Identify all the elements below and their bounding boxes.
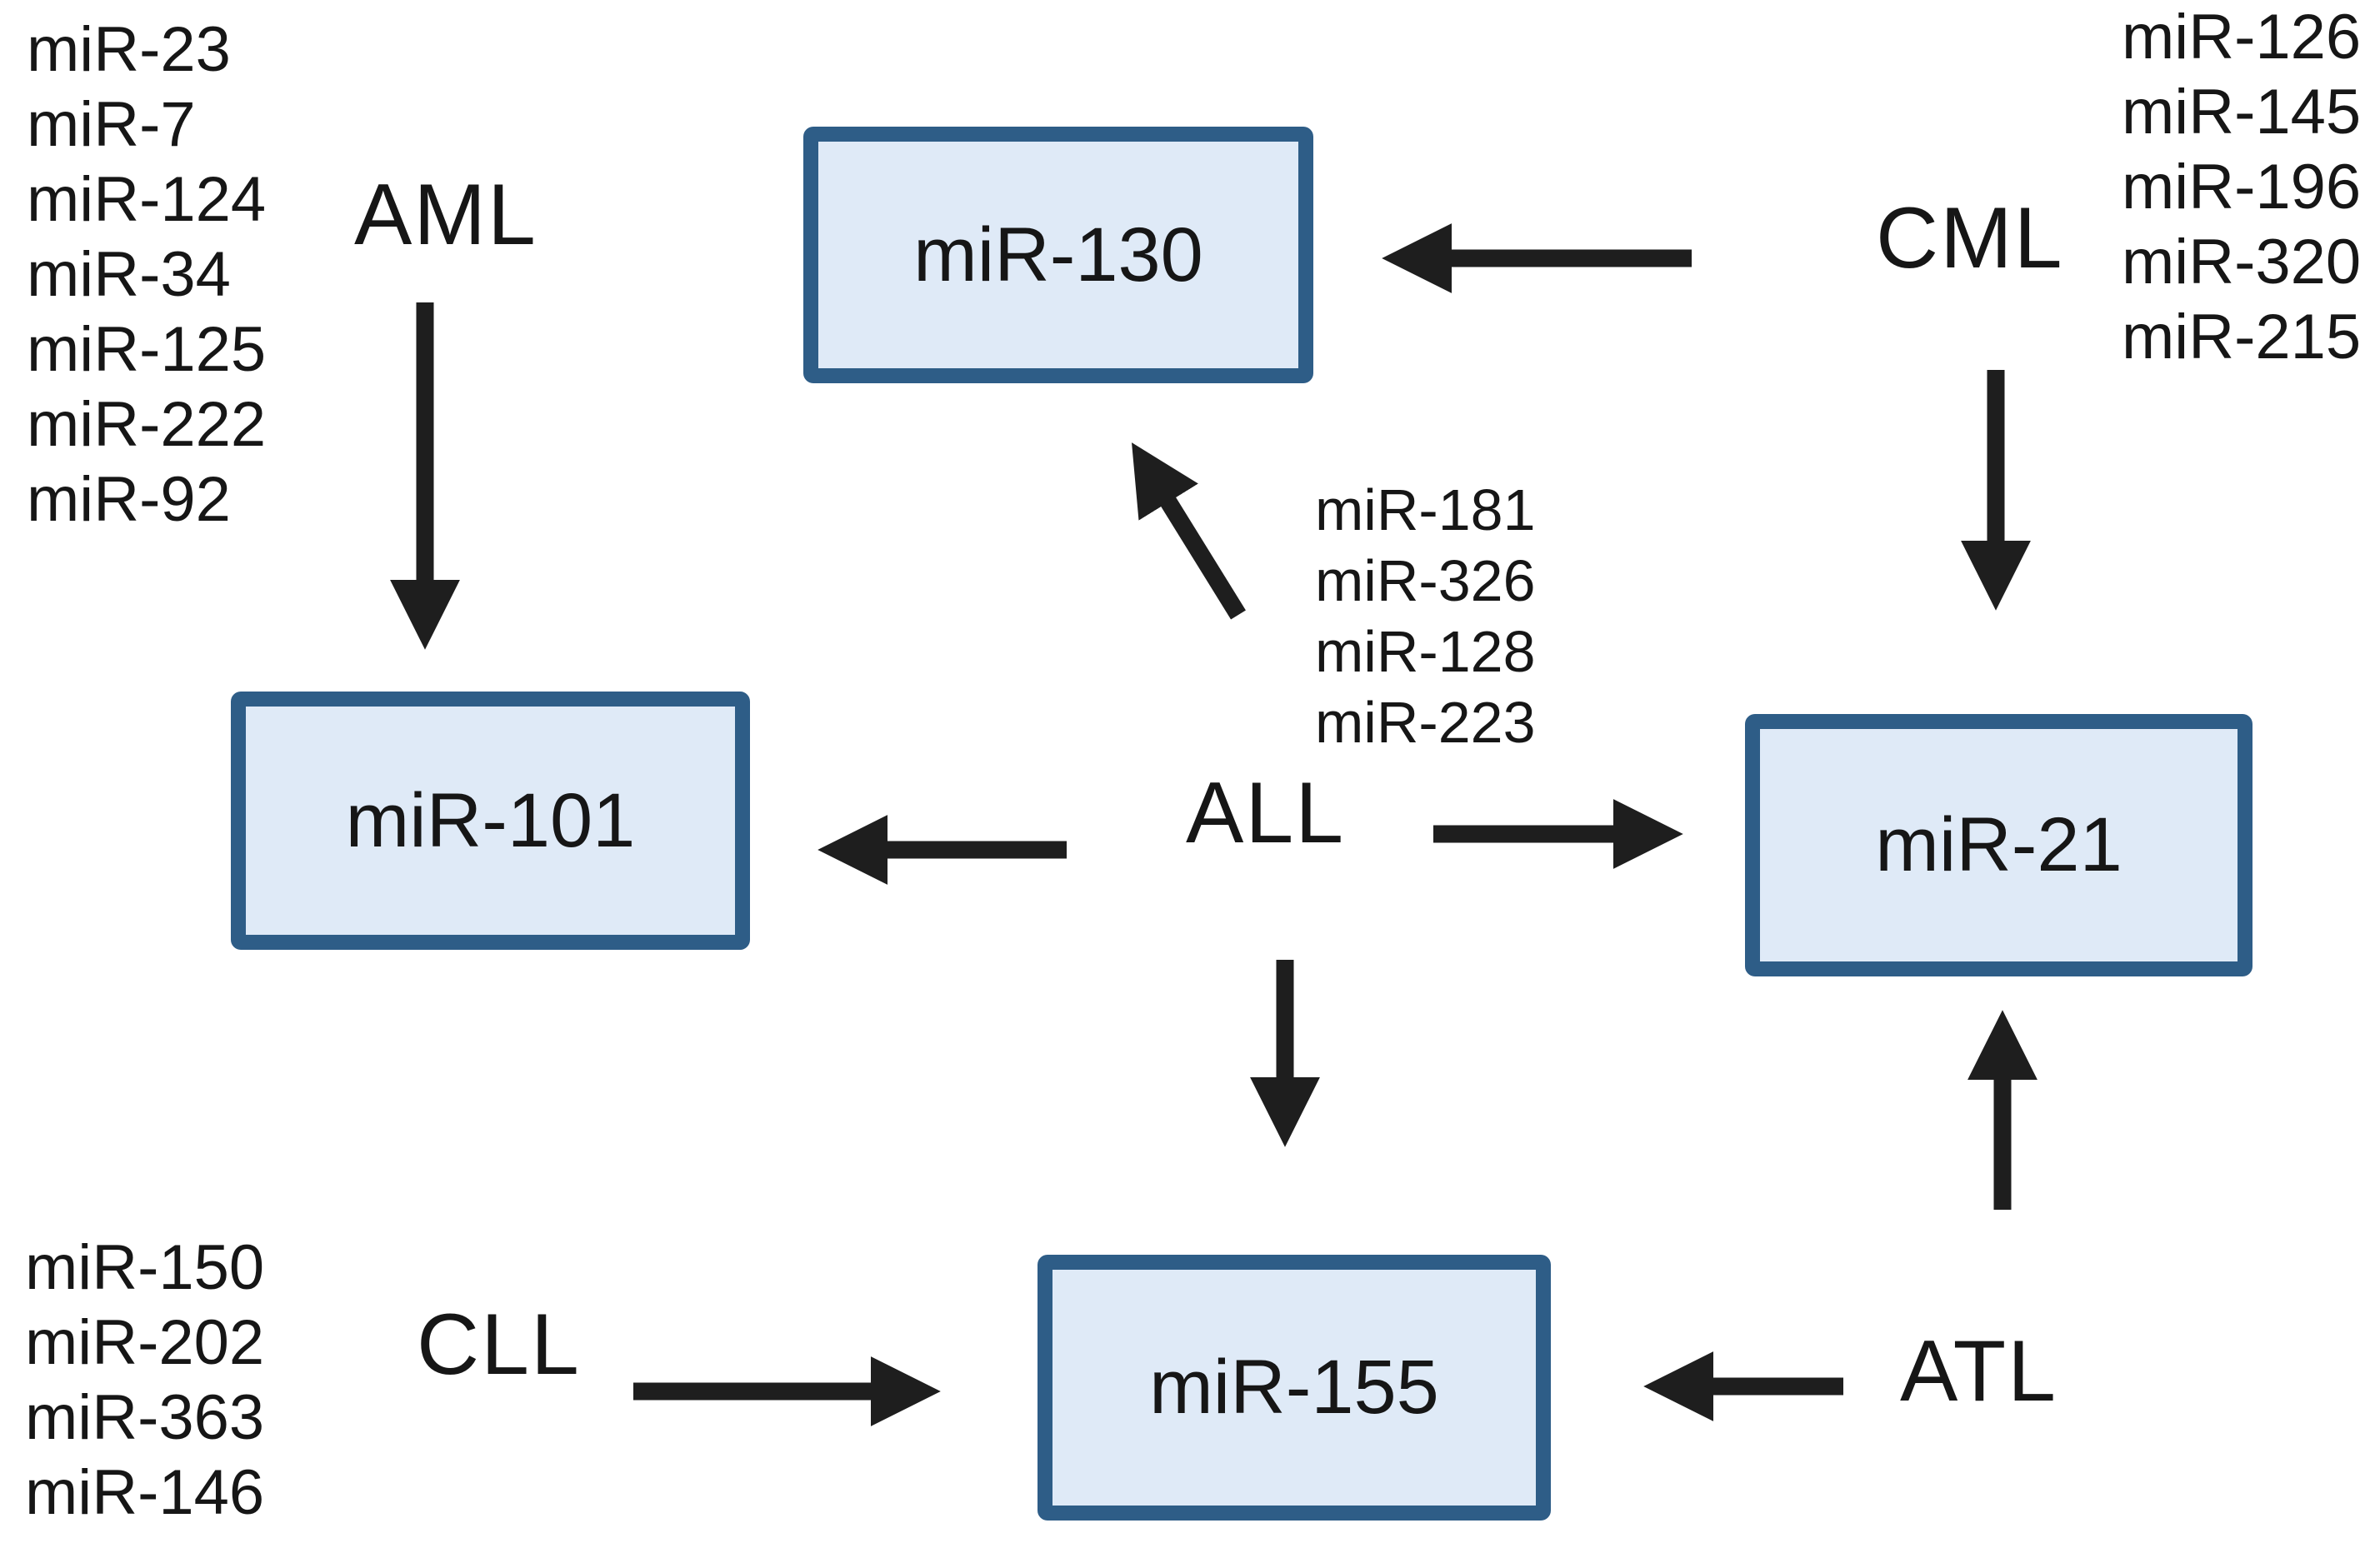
mirna-item: miR-363 [25, 1382, 265, 1453]
mirna-item: miR-196 [2122, 152, 2362, 222]
mirna-item: miR-146 [25, 1457, 265, 1528]
node-mir-130: miR-130 [803, 127, 1313, 383]
mirna-item: miR-124 [27, 164, 267, 235]
mirna-item: miR-125 [27, 314, 267, 385]
mirna-item: miR-34 [27, 239, 231, 310]
mirna-item: miR-222 [27, 389, 267, 460]
node-label: miR-130 [913, 212, 1203, 297]
node-mir-21: miR-21 [1745, 714, 2252, 976]
label-aml: AML [354, 167, 538, 263]
mirna-list-all: miR-181 miR-326 miR-128 miR-223 [1315, 475, 1536, 758]
mirna-item: miR-128 [1315, 619, 1536, 684]
mirna-item: miR-145 [2122, 77, 2362, 147]
label-cml: CML [1876, 190, 2064, 287]
mirna-list-cml: miR-126 miR-145 miR-196 miR-320 miR-215 [2122, 0, 2361, 375]
arrow-all-to-mir130 [1132, 442, 1246, 620]
mirna-item: miR-181 [1315, 477, 1536, 542]
node-label: miR-101 [345, 777, 636, 863]
mirna-item: miR-92 [27, 464, 231, 535]
mirna-item: miR-320 [2122, 227, 2362, 297]
mirna-item: miR-150 [25, 1232, 265, 1303]
mirna-item: miR-23 [27, 14, 231, 85]
mirna-item: miR-326 [1315, 548, 1536, 613]
mirna-item: miR-126 [2122, 2, 2362, 72]
node-label: miR-21 [1875, 802, 2122, 887]
mirna-list-cll: miR-150 miR-202 miR-363 miR-146 [25, 1231, 264, 1531]
mirna-list-aml: miR-23 miR-7 miR-124 miR-34 miR-125 miR-… [27, 12, 266, 537]
node-label: miR-155 [1149, 1345, 1439, 1430]
label-atl: ATL [1900, 1323, 2058, 1420]
label-all: ALL [1186, 765, 1346, 861]
node-mir-155: miR-155 [1038, 1255, 1551, 1521]
mirna-item: miR-215 [2122, 302, 2362, 372]
mirna-item: miR-7 [27, 89, 196, 160]
label-cll: CLL [417, 1296, 581, 1393]
mirna-item: miR-202 [25, 1307, 265, 1378]
mirna-item: miR-223 [1315, 690, 1536, 755]
node-mir-101: miR-101 [231, 692, 750, 950]
